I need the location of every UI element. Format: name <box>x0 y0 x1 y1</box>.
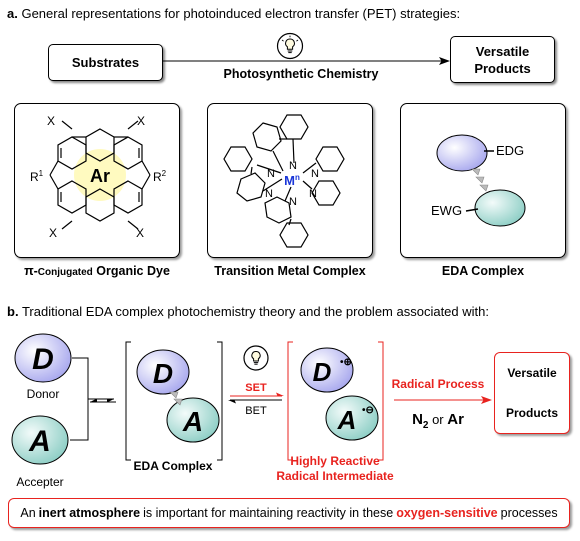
eda-structure: EDG EWG <box>431 134 526 227</box>
section-b-label: b. <box>7 304 19 319</box>
transition-metal-panel <box>207 103 373 258</box>
dye-x-bottom-right: X <box>136 226 144 240</box>
eda-mechanism-diagram: D Donor A Accepter D A EDA Complex SET B… <box>11 333 492 489</box>
products-b-line2: Products <box>505 406 558 420</box>
photosynthesis-arrow <box>162 57 450 65</box>
ligand-n-4: N <box>265 188 273 200</box>
donor-letter: D <box>32 343 54 376</box>
section-a-label: a. <box>7 6 18 21</box>
set-label: SET <box>245 382 267 394</box>
organic-dye-structure: X X X X R1 R2 Ar <box>30 114 167 240</box>
bet-label: BET <box>245 405 267 417</box>
dye-r1: R1 <box>30 169 44 184</box>
acceptor-label: Accepter <box>16 475 63 489</box>
transition-metal-structure: Mn N N N N N N <box>223 114 345 248</box>
radical-acceptor-letter: A <box>337 405 357 435</box>
section-b-title: Traditional EDA complex photochemistry t… <box>21 304 489 319</box>
note-oxygen-sensitive: oxygen-sensitive <box>396 506 498 520</box>
radical-acceptor-charge: •⊖ <box>362 405 374 416</box>
organic-dye-caption: π-Conjugated Organic Dye <box>24 264 170 278</box>
note-inert: inert atmosphere <box>38 506 141 520</box>
intermediate-line2: Radical Intermediate <box>276 469 394 483</box>
section-a-heading: a. General representations for photoindu… <box>7 6 460 21</box>
lightbulb-icon <box>243 345 269 371</box>
products-box-b: Versatile Products <box>494 352 570 434</box>
dye-x-bottom-left: X <box>49 226 57 240</box>
radical-donor-charge: •⊕ <box>340 357 352 368</box>
inert-atmosphere-note: An inert atmosphere is important for mai… <box>8 498 570 528</box>
acceptor-ellipse <box>11 415 69 465</box>
acceptor-letter: A <box>28 425 51 458</box>
dye-x-top-left: X <box>47 114 55 128</box>
donor-label: Donor <box>27 387 60 401</box>
substrates-label: Substrates <box>71 55 140 70</box>
ewg-label: EWG <box>431 203 462 218</box>
eda-donor-letter: D <box>153 358 173 389</box>
eda-acceptor-letter: A <box>182 406 203 437</box>
edg-label: EDG <box>496 143 524 158</box>
ligand-n-5: N <box>309 188 317 200</box>
dye-x-top-right: X <box>137 114 145 128</box>
photosynthesis-label: Photosynthetic Chemistry <box>223 67 379 81</box>
section-b-heading: b. Traditional EDA complex photochemistr… <box>7 304 489 319</box>
products-a-line1: Versatile <box>475 43 530 59</box>
ligand-n-1: N <box>289 160 297 172</box>
products-box-a: Versatile Products <box>450 36 555 83</box>
radical-donor-letter: D <box>313 357 332 387</box>
section-a-title: General representations for photoinduced… <box>21 6 461 21</box>
lightbulb-icon <box>276 32 304 60</box>
ligand-n-2: N <box>267 168 275 180</box>
metal-center: Mn <box>284 173 300 188</box>
radical-process-label: Radical Process <box>392 377 485 391</box>
ligand-n-3: N <box>311 168 319 180</box>
eda-complex-label: EDA Complex <box>134 459 213 473</box>
atmosphere-label: N2 or Ar <box>412 411 464 431</box>
products-b-line1: Versatile <box>507 366 557 380</box>
dye-r2: R2 <box>153 169 167 184</box>
eda-caption: EDA Complex <box>441 264 525 278</box>
intermediate-line1: Highly Reactive <box>290 454 380 468</box>
donor-ellipse <box>14 333 72 383</box>
substrates-box: Substrates <box>48 44 163 81</box>
dye-ar-label: Ar <box>90 166 110 186</box>
products-a-line2: Products <box>474 60 531 76</box>
ligand-n-6: N <box>289 196 297 208</box>
transition-metal-caption: Transition Metal Complex <box>214 264 366 278</box>
